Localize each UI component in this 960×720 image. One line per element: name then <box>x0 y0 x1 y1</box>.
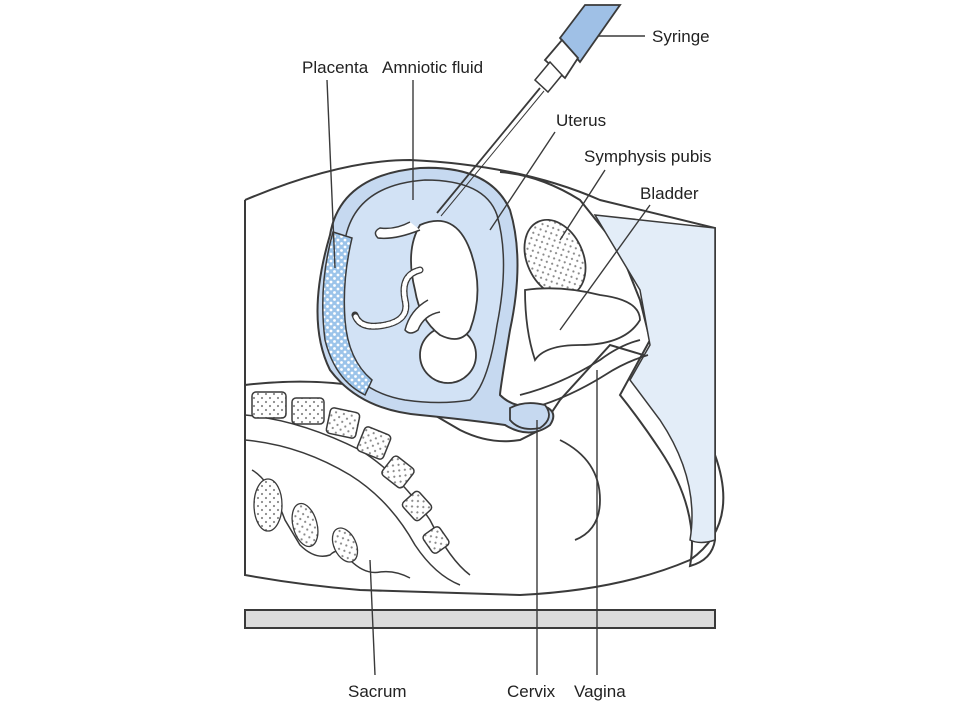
vertebra <box>325 407 361 439</box>
rectum <box>559 439 601 541</box>
spine <box>244 391 471 586</box>
vertebra <box>291 397 325 425</box>
sacral-segment <box>401 490 433 522</box>
leader-placenta <box>326 79 336 269</box>
fetus-limb <box>374 221 421 240</box>
label-symphysis-pubis: Symphysis pubis <box>584 147 712 166</box>
leader-lines <box>326 35 651 676</box>
cervix <box>509 402 550 430</box>
label-bladder: Bladder <box>640 184 699 203</box>
vertebra <box>251 391 287 419</box>
syringe-needle <box>436 87 541 214</box>
body-outline <box>244 158 725 597</box>
table-top <box>244 609 716 629</box>
leader-sacrum <box>369 559 376 676</box>
abdominal-wall <box>244 158 716 568</box>
label-syringe: Syringe <box>652 27 710 46</box>
vagina-canal <box>519 339 641 396</box>
leader-uterus <box>489 131 556 231</box>
vagina-canal-lower <box>524 354 649 411</box>
examination-table <box>244 609 716 629</box>
label-cervix: Cervix <box>507 682 556 701</box>
leader-symphysis-pubis <box>559 169 606 241</box>
label-amniotic-fluid: Amniotic fluid <box>382 58 483 77</box>
sacral-segment <box>381 455 415 489</box>
label-placenta: Placenta <box>302 58 369 77</box>
sacral-segment <box>422 526 450 554</box>
pelvic-soft-tissue <box>593 214 716 544</box>
placenta <box>322 231 373 397</box>
label-vagina: Vagina <box>574 682 626 701</box>
vertebra <box>356 426 392 460</box>
syringe <box>436 4 622 217</box>
fetus-limb <box>404 299 441 334</box>
fetus <box>351 220 479 384</box>
bladder <box>524 287 641 363</box>
label-uterus: Uterus <box>556 111 606 130</box>
leader-bladder <box>559 204 651 331</box>
label-sacrum: Sacrum <box>348 682 407 701</box>
